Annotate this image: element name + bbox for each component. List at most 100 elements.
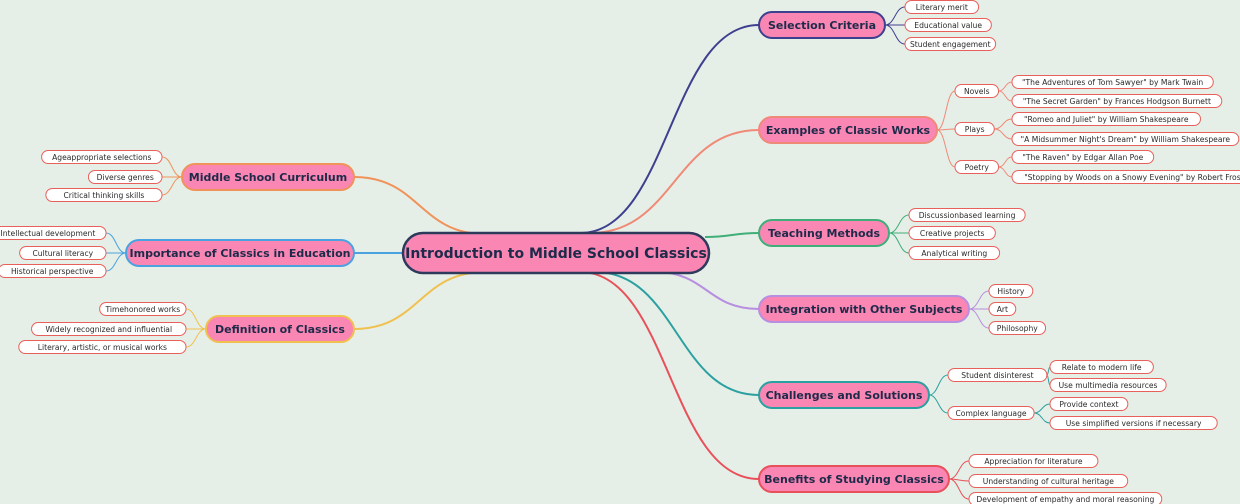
leaf-literary-merit[interactable]: Literary merit [904,0,980,14]
branch-node-selection-criteria[interactable]: Selection Criteria [758,11,886,39]
leaf-label: "The Raven" by Edgar Allan Poe [1022,153,1143,162]
leaf-intellectual-development[interactable]: Intellectual development [0,226,107,240]
branch-connector-examples-of-classic-works [589,129,760,234]
branch-pill [181,163,355,191]
branch-node-definition-of-classics[interactable]: Definition of Classics [205,315,355,343]
leaf-timehonored-works[interactable]: Timehonored works [99,302,187,316]
leaf-pill [904,18,992,32]
leaf-romeo-and-juliet-by-william-shakespeare[interactable]: "Romeo and Juliet" by William Shakespear… [1011,112,1201,126]
leaf-the-adventures-of-tom-sawyer-by-mark-twa[interactable]: "The Adventures of Tom Sawyer" by Mark T… [1011,75,1214,89]
leaf-use-multimedia-resources[interactable]: Use multimedia resources [1049,378,1167,392]
branch-pill [758,116,938,144]
branch-label: Integration with Other Subjects [766,303,963,316]
branch-connector-definition-of-classics [353,271,486,330]
branch-pill [758,465,950,493]
leaf-relate-to-modern-life[interactable]: Relate to modern life [1049,360,1154,374]
leaf-philosophy[interactable]: Philosophy [988,321,1047,335]
branch-label: Importance of Classics in Education [130,247,351,260]
leaf-pill [31,322,187,336]
sub-node-plays[interactable]: Plays [954,122,995,136]
leaf-connector [968,308,990,329]
leaf-appreciation-for-literature[interactable]: Appreciation for literature [968,454,1099,468]
leaf-label: Literary, artistic, or musical works [38,343,167,352]
leaf-pill [18,340,187,354]
branch-connector-challenges-and-solutions [594,271,760,396]
leaf-connector [994,118,1013,130]
leaf-connector [948,478,970,500]
sub-connector [928,394,949,414]
leaf-label: Discussionbased learning [919,211,1016,220]
leaf-pill [1049,416,1218,430]
leaf-connector [185,308,207,330]
leaf-use-simplified-versions-if-necessary[interactable]: Use simplified versions if necessary [1049,416,1218,430]
sub-label: Complex language [956,409,1027,418]
central-topic[interactable]: Introduction to Middle School Classics [401,231,711,275]
leaf-historical-perspective[interactable]: Historical perspective [0,264,107,278]
leaf-pill [19,246,107,260]
leaf-pill [968,474,1129,488]
sub-node-novels[interactable]: Novels [954,84,1000,98]
leaf-provide-context[interactable]: Provide context [1049,397,1129,411]
leaf-connector [998,90,1013,102]
leaf-label: Ageappropriate selections [52,153,151,162]
leaf-history[interactable]: History [988,284,1034,298]
leaf-label: Development of empathy and moral reasoni… [976,495,1154,504]
leaf-student-engagement[interactable]: Student engagement [904,37,997,51]
leaf-educational-value[interactable]: Educational value [904,18,992,32]
leaf-label: Historical perspective [11,267,94,276]
branch-connector-benefits-of-studying-classics [579,271,760,480]
sub-label: Novels [964,87,990,96]
leaf-discussionbased-learning[interactable]: Discussionbased learning [908,208,1026,222]
leaf-the-secret-garden-by-frances-hodgson-bur[interactable]: "The Secret Garden" by Frances Hodgson B… [1011,94,1223,108]
leaf-label: Analytical writing [921,249,987,258]
leaf-pill [0,226,107,240]
sub-node-student-disinterest[interactable]: Student disinterest [947,368,1048,382]
central-label: Introduction to Middle School Classics [405,246,707,262]
leaf-a-midsummer-night-s-dream-by-william-sha[interactable]: "A Midsummer Night's Dream" by William S… [1011,132,1240,146]
branch-node-middle-school-curriculum[interactable]: Middle School Curriculum [181,163,355,191]
branch-node-challenges-and-solutions[interactable]: Challenges and Solutions [758,381,930,409]
leaf-widely-recognized-and-influential[interactable]: Widely recognized and influential [31,322,187,336]
leaf-literary-artistic-or-musical-works[interactable]: Literary, artistic, or musical works [18,340,187,354]
leaf-critical-thinking-skills[interactable]: Critical thinking skills [45,188,163,202]
leaf-pill [1011,75,1214,89]
leaf-label: Critical thinking skills [63,191,144,200]
leaf-pill [988,284,1034,298]
branch-node-teaching-methods[interactable]: Teaching Methods [758,219,890,247]
leaf-pill [908,226,996,240]
leaf-pill [988,302,1017,316]
leaf-development-of-empathy-and-moral-reasoni[interactable]: Development of empathy and moral reasoni… [968,492,1163,504]
leaf-connector [888,214,910,234]
leaf-label: Widely recognized and influential [45,325,172,334]
leaf-label: Creative projects [920,229,985,238]
branch-pill [758,11,886,39]
leaf-creative-projects[interactable]: Creative projects [908,226,996,240]
leaf-diverse-genres[interactable]: Diverse genres [87,170,163,184]
leaf-stopping-by-woods-on-a-snowy-evening-by-[interactable]: "Stopping by Woods on a Snowy Evening" b… [1011,170,1240,184]
sub-label: Student disinterest [961,371,1033,380]
leaf-pill [968,492,1163,504]
branch-node-examples-of-classic-works[interactable]: Examples of Classic Works [758,116,938,144]
leaf-label: Appreciation for literature [984,457,1083,466]
leaf-analytical-writing[interactable]: Analytical writing [908,246,1001,260]
leaf-ageappropriate-selections[interactable]: Ageappropriate selections [41,150,163,164]
sub-pill [954,122,995,136]
leaf-connector [994,128,1013,140]
branch-node-integration-with-other-subjects[interactable]: Integration with Other Subjects [758,295,970,323]
leaf-the-raven-by-edgar-allan-poe[interactable]: "The Raven" by Edgar Allan Poe [1011,150,1155,164]
sub-node-complex-language[interactable]: Complex language [947,406,1035,420]
leaf-pill [968,454,1099,468]
branch-label: Middle School Curriculum [189,171,347,184]
leaf-understanding-of-cultural-heritage[interactable]: Understanding of cultural heritage [968,474,1129,488]
leaf-connector [185,328,207,348]
sub-pill [947,406,1035,420]
leaf-art[interactable]: Art [988,302,1017,316]
branch-node-benefits-of-studying-classics[interactable]: Benefits of Studying Classics [758,465,950,493]
leaf-connector [888,232,910,254]
branch-node-importance-of-classics-in-education[interactable]: Importance of Classics in Education [125,239,355,267]
sub-node-poetry[interactable]: Poetry [954,160,1000,174]
sub-connector [936,128,956,131]
leaf-label: Provide context [1059,400,1118,409]
branch-pill [758,381,930,409]
leaf-cultural-literacy[interactable]: Cultural literacy [19,246,107,260]
